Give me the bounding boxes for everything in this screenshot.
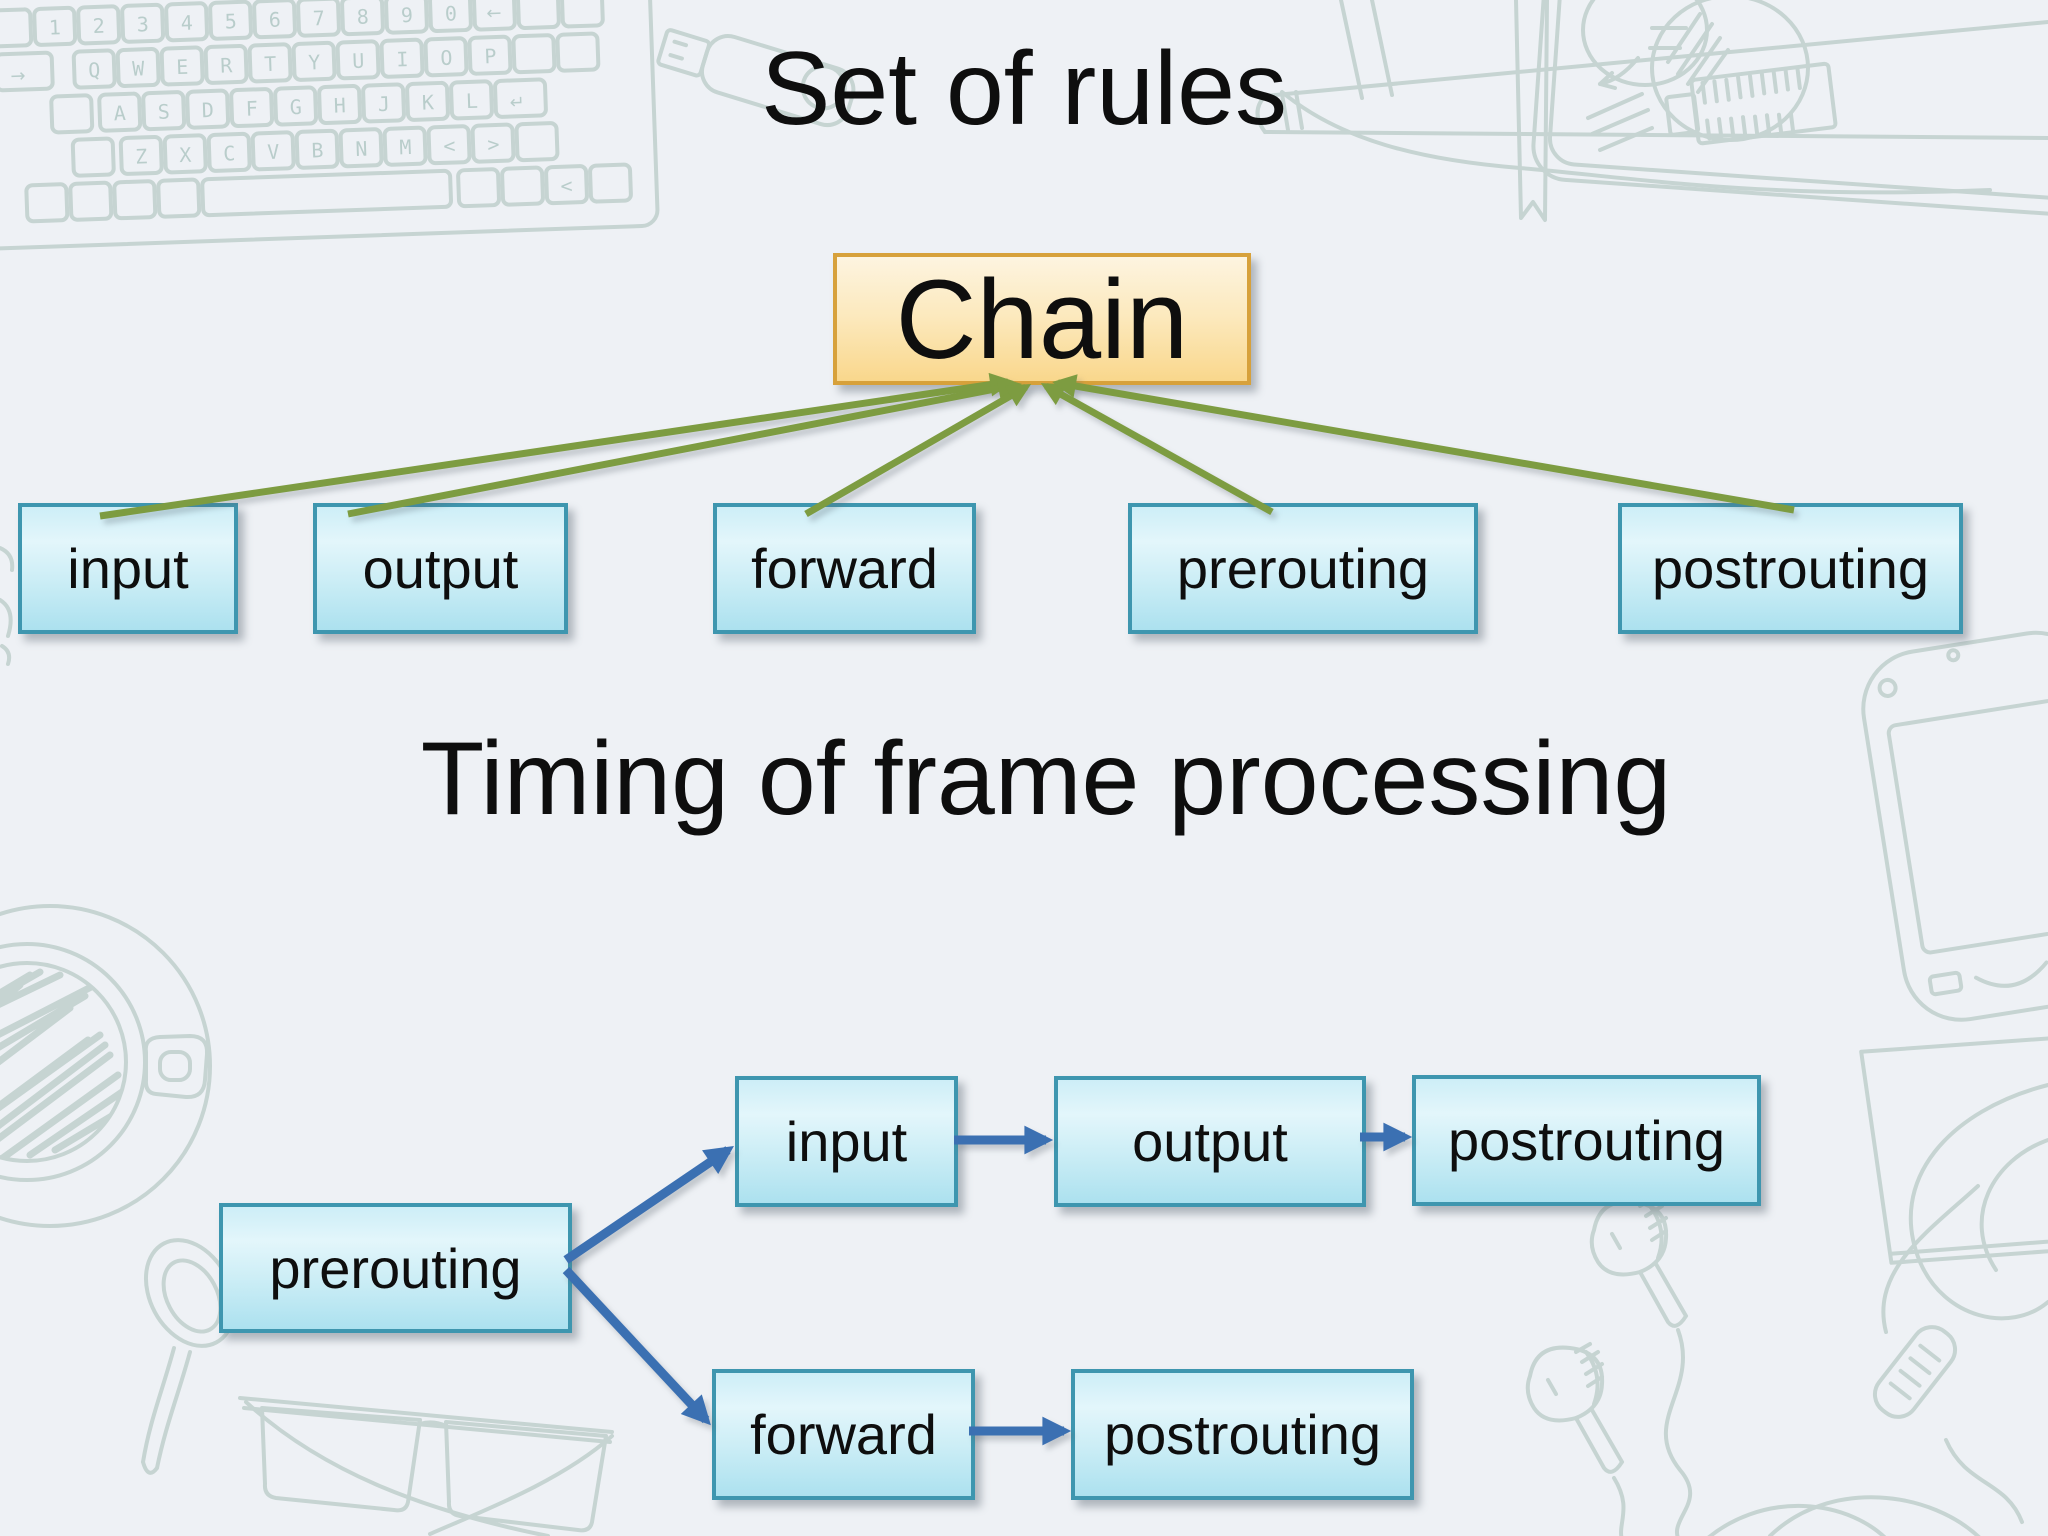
flow-node-forward: forward	[712, 1369, 975, 1500]
flow-node-output: output	[1054, 1076, 1366, 1207]
smartphone-icon	[1861, 630, 2048, 1022]
sticky-note-doodle	[1859, 1032, 2048, 1265]
section-title-timing: Timing of frame processing	[420, 721, 1672, 837]
section-title-rules: Set of rules	[760, 31, 1288, 147]
chain-node-output: output	[313, 503, 568, 634]
chain-node: Chain	[833, 253, 1251, 385]
usb-flash-drive-icon	[656, 28, 856, 128]
left-edge-sketch	[0, 546, 15, 666]
glasses-doodle	[238, 1396, 614, 1536]
flow-node-postrouting-upper: postrouting	[1412, 1075, 1761, 1206]
chain-node-input: input	[18, 503, 238, 634]
coffee-cup-doodle	[0, 904, 212, 1228]
notebook-doodle	[1514, 0, 2048, 222]
chain-node-postrouting: postrouting	[1618, 503, 1963, 634]
earbud	[1525, 1342, 1624, 1474]
inline-remote	[1872, 1325, 1958, 1419]
keyboard-row-bottom: <	[560, 172, 605, 198]
earphones-doodle	[1525, 1083, 2048, 1536]
keyboard-backspace-key-label: ←	[486, 3, 502, 25]
flow-node-input: input	[735, 1076, 958, 1207]
stylus-cable-icon	[1255, 0, 2048, 195]
flow-node-postrouting-lower: postrouting	[1071, 1369, 1414, 1500]
flow-node-prerouting: prerouting	[219, 1203, 572, 1333]
chain-node-forward: forward	[713, 503, 976, 634]
keyboard-tab-key-label: →	[10, 65, 26, 87]
bookmark-ribbon	[1514, 0, 1549, 222]
chain-node-prerouting: prerouting	[1128, 503, 1478, 634]
earbud	[1589, 1196, 1693, 1536]
keyboard-enter-key-label: ↵	[509, 92, 525, 114]
